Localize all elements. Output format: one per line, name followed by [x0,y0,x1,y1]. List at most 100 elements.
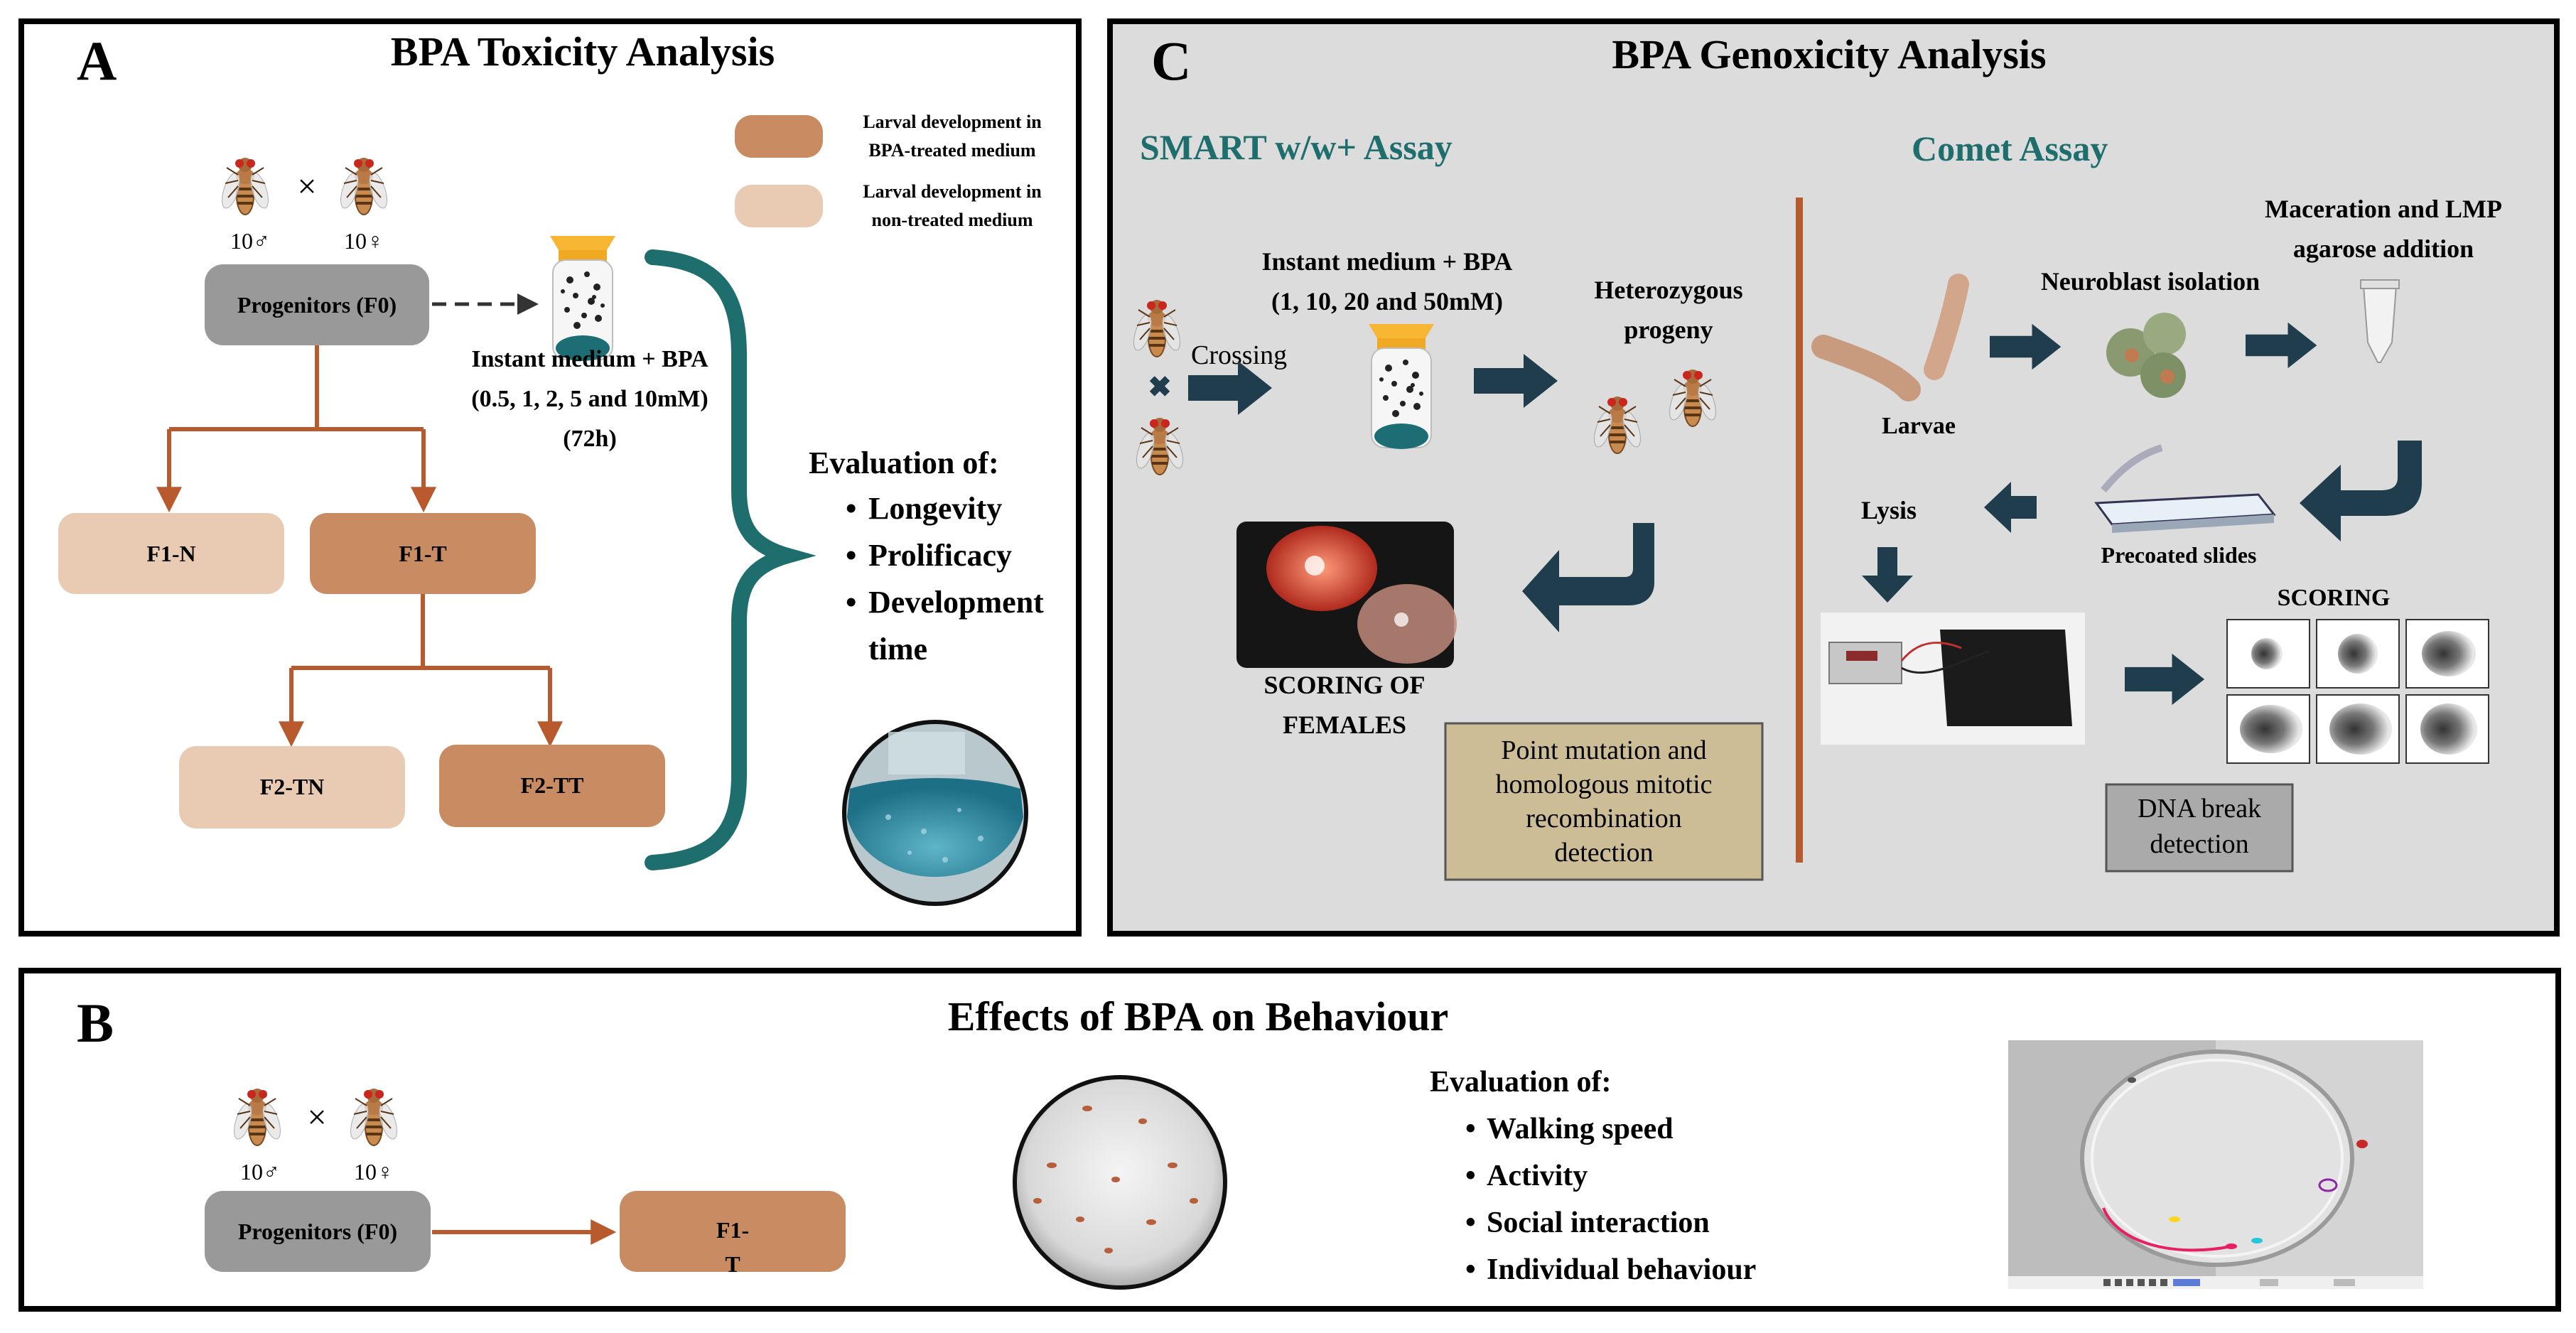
eppendorf-tube-icon [2360,279,2400,363]
svg-text:•: • [846,585,856,620]
medium-line-1: Instant medium + BPA [471,346,708,372]
legend-swatch-non-treated [735,185,823,227]
progeny-line-2: progeny [1624,315,1713,344]
tree-connector-f1 [167,345,426,506]
b-progenitors-label: Progenitors (F0) [238,1219,397,1244]
panel-b: B Effects of BPA on Behaviour × 10♂ 10♀ … [18,968,2561,1312]
svg-text:•: • [1465,1113,1476,1145]
legend-non-treated-line-2: non-treated medium [871,210,1033,230]
f1t-label: F1-T [399,541,447,566]
legend-swatch-treated [735,115,823,158]
b-f1t-line-2: T [725,1251,740,1277]
female-label: 10♀ [344,228,384,254]
panel-a-letter: A [77,30,117,92]
eval-item-longevity: Longevity [868,491,1002,526]
fly-eye-photo [1236,522,1457,668]
panel-b-title: Effects of BPA on Behaviour [948,993,1449,1040]
svg-text:•: • [1465,1160,1476,1192]
scoring-label: SCORING [2278,585,2391,611]
scoring-females-line-1: SCORING OF [1263,671,1425,699]
b-male-label: 10♂ [240,1159,280,1184]
b-f1t-box [620,1191,846,1272]
curly-brace [645,249,817,870]
comet-cell-2 [2338,634,2378,674]
petri-dish-flies-photo [1013,1075,1227,1290]
return-arrow-comet [2300,441,2422,541]
male-label: 10♂ [230,228,270,254]
dna-break-box [2105,783,2294,873]
b-progenitors-box [205,1191,431,1272]
electrophoresis-image [1821,612,2085,745]
b-eval-walking-speed: Walking speed [1487,1113,1674,1145]
comet-cell-4 [2240,705,2302,753]
cross-symbol: × [297,168,316,205]
b-eval-individual-behaviour: Individual behaviour [1487,1253,1756,1286]
smart-medium-line-1: Instant medium + BPA [1262,247,1513,276]
b-female-label: 10♀ [354,1159,394,1184]
svg-text:•: • [1465,1253,1476,1286]
comet-assay-title: Comet Assay [1912,129,2108,168]
progenitors-box [205,264,429,345]
point-mutation-line-4: detection [1554,838,1653,868]
smart-vial-icon [1368,323,1435,450]
comet-scoring-grid [2226,619,2489,764]
b-eval-title: Evaluation of: [1430,1066,1612,1099]
f2tt-box [439,745,665,827]
legend-non-treated-line-1: Larval development in [863,181,1042,202]
svg-text:•: • [846,538,856,573]
comet-cell-3 [2422,631,2476,676]
panel-c-letter: C [1151,30,1191,92]
vial-photo [842,720,1028,906]
comet-cell-5 [2329,703,2392,755]
comet-cell-1 [2251,638,2283,669]
medium-line-2: (0.5, 1, 2, 5 and 10mM) [471,386,708,412]
point-mutation-line-2: homologous mitotic [1495,770,1712,799]
f2tn-label: F2-TN [260,774,325,799]
lysis-down-arrow [1862,547,1913,603]
panel-a: A BPA Toxicity Analysis × 10♂ 10♀ Progen… [18,18,1082,937]
progeny-line-1: Heterozygous [1594,276,1742,304]
neuroblast-image [2106,313,2186,398]
f1n-label: F1-N [146,541,195,566]
smart-medium-line-2: (1, 10, 20 and 50mM) [1271,287,1503,315]
svg-text:•: • [846,491,856,526]
f1n-box [58,513,284,594]
svg-text:✖: ✖ [1148,371,1172,403]
larvae-label: Larvae [1882,413,1956,439]
dna-break-line-2: detection [2150,829,2248,859]
b-eval-social-interaction: Social interaction [1487,1207,1710,1239]
progenitors-label: Progenitors (F0) [237,292,397,318]
slides-to-lysis-arrow [1984,482,2037,533]
bpa-vial-icon [549,235,616,362]
point-mutation-line-1: Point mutation and [1501,735,1706,765]
eval-item-development: Development [868,585,1044,620]
precoated-label: Precoated slides [2101,542,2257,568]
panel-a-title: BPA Toxicity Analysis [391,28,775,75]
panel-c: C BPA Genoxicity Analysis SMART w/w+ Ass… [1107,18,2560,937]
maceration-line-1: Maceration and LMP [2265,195,2502,223]
scoring-females-line-2: FEMALES [1283,711,1406,739]
precoated-slide-image [2094,444,2276,533]
smart-assay-title: SMART w/w+ Assay [1140,127,1453,167]
neuroblast-label: Neuroblast isolation [2041,267,2260,296]
dna-break-line-1: DNA break [2138,794,2261,824]
legend-treated-line-2: BPA-treated medium [868,140,1035,161]
larvae-image [1811,274,1969,401]
comet-cell-6 [2420,703,2477,755]
eval-item-time: time [868,632,927,666]
svg-text:•: • [1465,1207,1476,1239]
panel-b-letter: B [77,992,114,1054]
tree-connector-f2 [289,594,552,739]
tracking-software-screenshot [2008,1040,2423,1289]
f1t-box [310,513,536,594]
legend-treated-line-1: Larval development in [863,112,1042,132]
lysis-label: Lysis [1861,496,1917,524]
f2tt-label: F2-TT [521,772,584,798]
return-arrow-smart [1522,523,1654,632]
maceration-line-2: agarose addition [2293,234,2474,263]
eval-item-prolificacy: Prolificacy [868,538,1012,573]
point-mutation-box [1444,722,1764,881]
medium-line-3: (72h) [563,426,617,452]
b-eval-activity: Activity [1487,1160,1588,1192]
